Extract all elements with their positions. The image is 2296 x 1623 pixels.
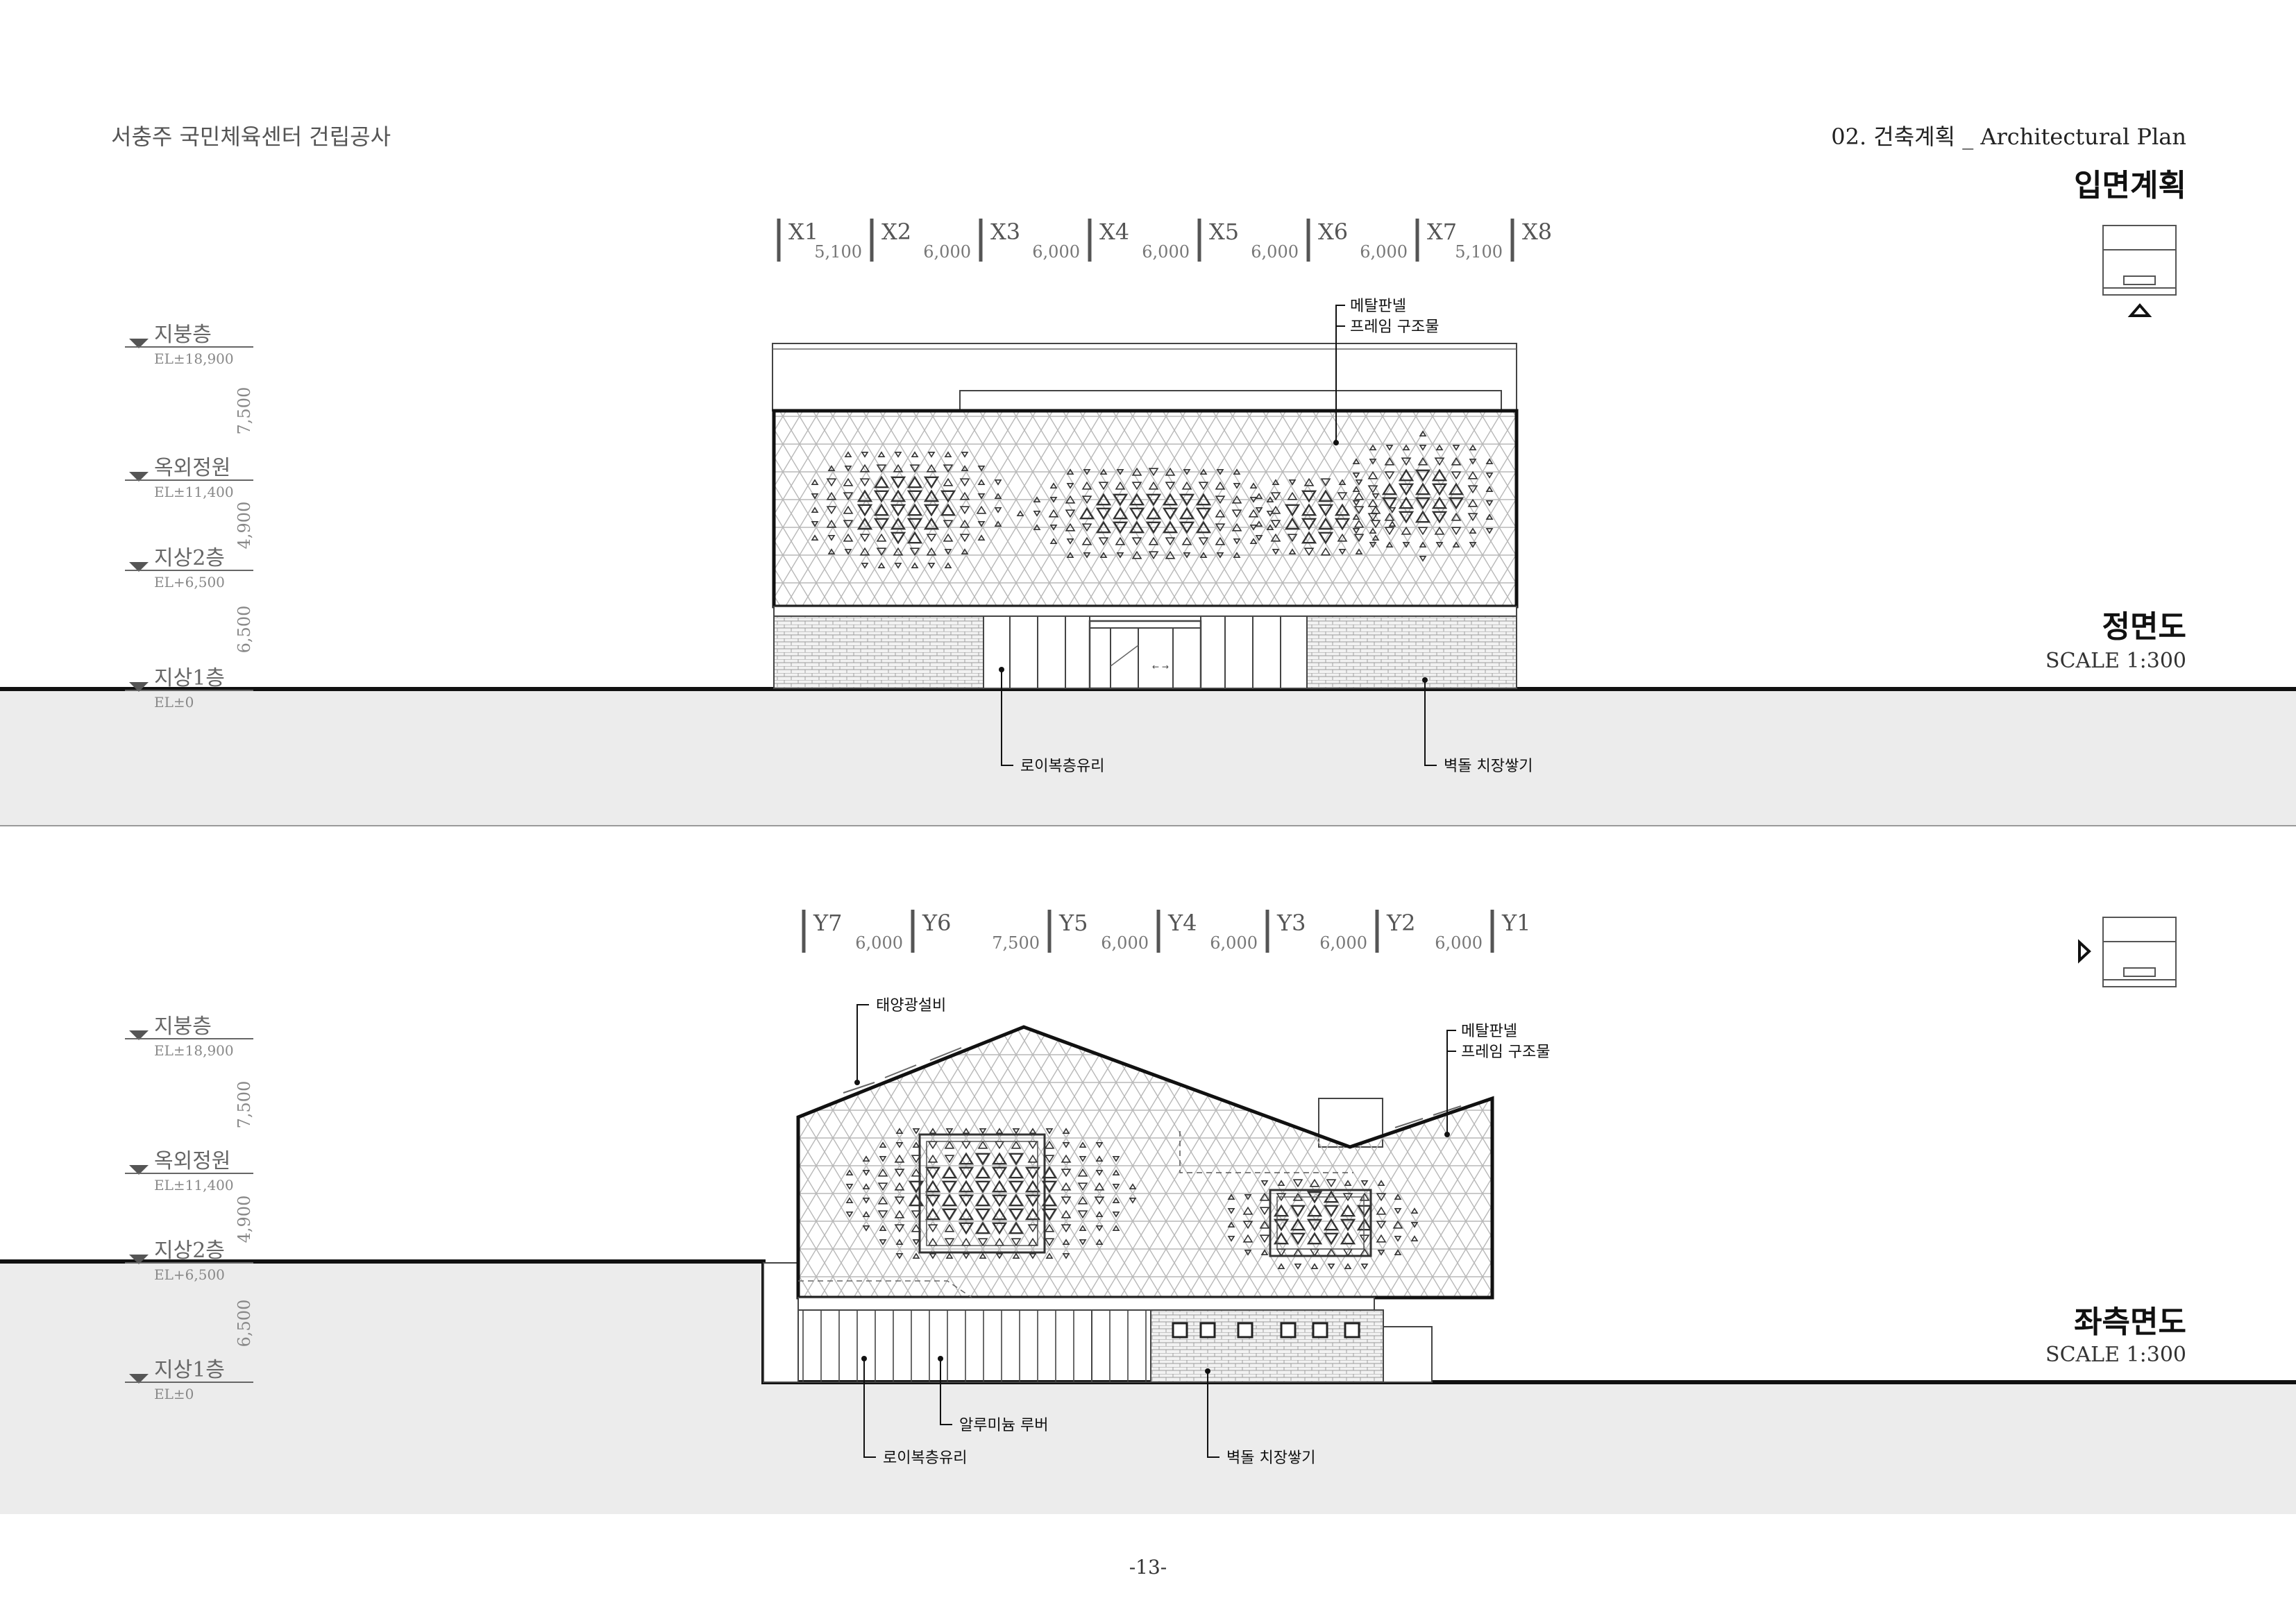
callout-frame-structure: 프레임 구조물: [1350, 318, 1439, 336]
grid-axis-label: X4: [1099, 219, 1129, 245]
page-heading: 입면계획: [2074, 168, 2186, 203]
grid-dimension: 5,100: [814, 242, 862, 262]
level-dimension: 4,900: [235, 1196, 254, 1243]
grid-dimension: 6,000: [1251, 242, 1299, 262]
grid-axis-label: X8: [1522, 219, 1552, 245]
svg-text:← →: ← →: [1152, 662, 1169, 672]
level-name: 지상1층: [154, 1358, 225, 1382]
level-dimension: 6,500: [235, 1300, 254, 1348]
grid-dimension: 6,000: [1142, 242, 1190, 262]
level-name: 지붕층: [154, 1014, 212, 1039]
key-plan-side: [2078, 917, 2177, 987]
level-triangle-icon: [129, 1165, 149, 1175]
project-title: 서충주 국민체육센터 건립공사: [111, 124, 391, 150]
callout-metal-panel: 메탈판넬: [1350, 298, 1406, 315]
level-elevation: EL±11,400: [154, 1177, 234, 1193]
grid-axis-label: X7: [1427, 219, 1457, 245]
level-dimension: 7,500: [235, 1081, 254, 1129]
grid-dimension: 6,000: [1319, 933, 1367, 953]
callout-metal-panel: 메탈판넬: [1461, 1023, 1517, 1040]
ground-band-front: [0, 690, 2296, 826]
callout-low-e-glass: 로이복층유리: [1020, 758, 1104, 775]
grid-lines-front: X1 X2 X3 X4 X5 X6 X7 X8 5,100 6,000 6,000 6,000 6,00…: [777, 219, 1552, 262]
grid-axis-label: X1: [788, 219, 818, 245]
level-name: 지상2층: [154, 1239, 225, 1263]
grid-axis-label: Y3: [1276, 910, 1306, 936]
level-name: 옥외정원: [154, 1149, 230, 1173]
level-name: 지상1층: [154, 666, 225, 690]
callout-solar: 태양광설비: [876, 997, 946, 1014]
side-elevation-scale: SCALE 1:300: [2045, 1343, 2186, 1367]
grid-axis-label: X2: [881, 219, 911, 245]
grid-dimension: 6,000: [1210, 933, 1258, 953]
side-building: [763, 1025, 1494, 1383]
level-dimension: 7,500: [235, 387, 254, 435]
level-elevation: EL±0: [154, 1386, 194, 1402]
callout-low-e-glass: 로이복층유리: [883, 1450, 967, 1467]
level-elevation: EL±0: [154, 694, 194, 711]
side-elevation-title: 좌측면도: [2074, 1305, 2186, 1340]
grid-dimension: 6,000: [1360, 242, 1408, 262]
grid-axis-label: Y4: [1167, 910, 1197, 936]
callout-frame-structure: 프레임 구조물: [1461, 1044, 1550, 1061]
grid-lines-side: Y7 Y6 Y5 Y4 Y3 Y2 Y1 6,000 7,500 6,000 6,000 6,000 6…: [802, 910, 1530, 953]
front-elevation-title: 정면도: [2102, 609, 2186, 645]
callout-brick: 벽돌 치장쌓기: [1226, 1450, 1315, 1467]
level-markers-front: 지붕층 EL±18,900 옥외정원 EL±11,400 지상2층 EL+6,500 지상1…: [125, 323, 254, 711]
level-triangle-icon: [129, 472, 149, 482]
front-callouts: [1001, 305, 1437, 766]
grid-axis-label: Y1: [1501, 910, 1530, 936]
direction-arrow-icon: [2078, 939, 2091, 964]
level-triangle-icon: [129, 1030, 149, 1040]
grid-dimension: 7,500: [992, 933, 1040, 953]
grid-axis-label: Y6: [922, 910, 951, 936]
level-triangle-icon: [129, 1374, 149, 1384]
grid-dimension: 6,000: [1101, 933, 1149, 953]
level-name: 지붕층: [154, 323, 212, 347]
level-elevation: EL+6,500: [154, 1266, 225, 1283]
callout-aluminum-louver: 알루미늄 루버: [959, 1417, 1048, 1434]
level-triangle-icon: [129, 339, 149, 348]
front-building: ← →: [772, 343, 1519, 690]
level-elevation: EL+6,500: [154, 574, 225, 590]
level-markers-side: 지붕층 EL±18,900 옥외정원 EL±11,400 지상2층 EL+6,500 지상1…: [125, 1014, 254, 1402]
level-elevation: EL±18,900: [154, 1042, 234, 1059]
grid-axis-label: Y5: [1058, 910, 1088, 936]
side-callouts: [856, 1004, 1456, 1458]
level-triangle-icon: [129, 1255, 149, 1264]
grid-dimension: 6,000: [1435, 933, 1483, 953]
grid-dimension: 6,000: [923, 242, 971, 262]
level-triangle-icon: [129, 562, 149, 572]
callout-brick: 벽돌 치장쌓기: [1444, 758, 1533, 775]
direction-arrow-icon: [2127, 303, 2152, 317]
grid-dimension: 6,000: [855, 933, 903, 953]
level-elevation: EL±18,900: [154, 350, 234, 367]
grid-dimension: 6,000: [1032, 242, 1080, 262]
grid-dimension: 5,100: [1455, 242, 1503, 262]
level-name: 옥외정원: [154, 456, 230, 480]
level-elevation: EL±11,400: [154, 484, 234, 500]
grid-axis-label: X5: [1209, 219, 1239, 245]
ground-band-side: [0, 1261, 763, 1384]
grid-axis-label: X6: [1318, 219, 1348, 245]
grid-axis-label: Y7: [813, 910, 842, 936]
front-elevation-scale: SCALE 1:300: [2045, 649, 2186, 673]
level-dimension: 6,500: [235, 606, 254, 654]
level-dimension: 4,900: [235, 502, 254, 550]
page-number: -13-: [1129, 1556, 1167, 1579]
level-name: 지상2층: [154, 546, 225, 570]
section-title: 02. 건축계획 _ Architectural Plan: [1831, 124, 2186, 150]
level-triangle-icon: [129, 682, 149, 692]
key-plan-front: [2102, 225, 2177, 317]
grid-axis-label: X3: [990, 219, 1020, 245]
grid-axis-label: Y2: [1386, 910, 1415, 936]
